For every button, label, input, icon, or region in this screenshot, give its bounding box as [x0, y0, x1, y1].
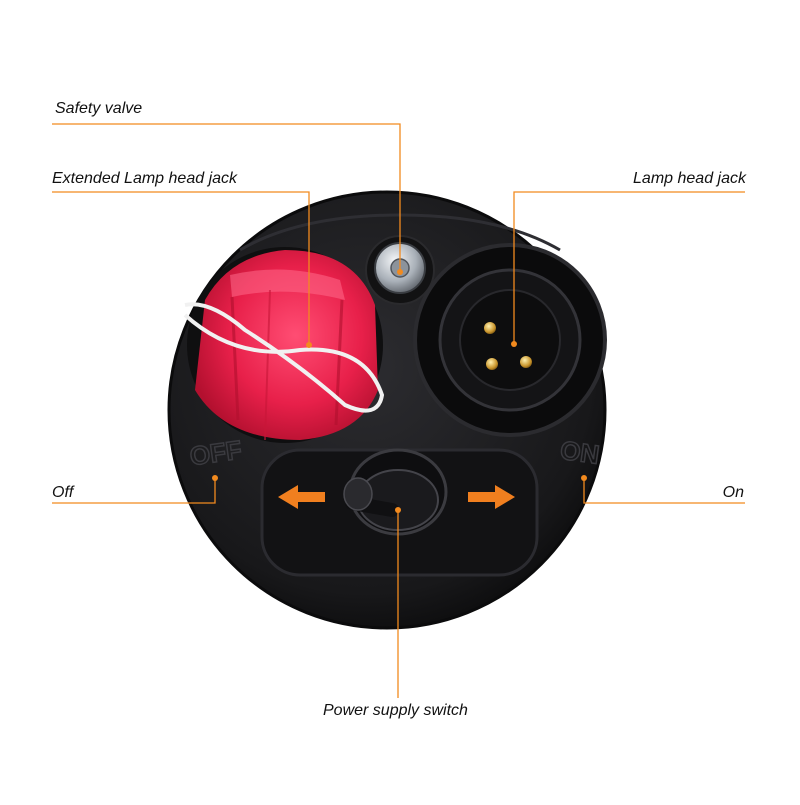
label-off: Off: [52, 484, 74, 501]
lamp-head-jack: [413, 243, 607, 437]
power-supply-switch: [343, 448, 448, 536]
leader-dot: [511, 341, 517, 347]
device-on-marking: ON: [558, 435, 601, 470]
label-safety-valve: Safety valve: [55, 100, 143, 117]
arrow-left-icon: [278, 485, 325, 509]
leader-dot: [581, 475, 587, 481]
label-on: On: [722, 484, 744, 501]
leader-dot: [212, 475, 218, 481]
label-power-supply-switch: Power supply switch: [323, 702, 468, 719]
leader-line-extended-lamp-head-jack: [52, 191, 310, 345]
jack-pin: [520, 356, 532, 368]
leader-line-lamp-head-jack: [513, 191, 745, 344]
leader-line-safety-valve: [52, 123, 401, 272]
label-lamp-head-jack: Lamp head jack: [633, 170, 746, 187]
leader-dot: [395, 507, 401, 513]
jack-pin: [486, 358, 498, 370]
leader-dot: [306, 342, 312, 348]
label-extended-lamp-head-jack: Extended Lamp head jack: [52, 170, 238, 187]
arrow-right-icon: [468, 485, 515, 509]
leader-line-off: [52, 478, 216, 504]
leader-line-on: [583, 478, 745, 504]
extended-lamp-head-jack: [183, 247, 385, 443]
jack-pin: [484, 322, 496, 334]
leader-dot: [397, 269, 403, 275]
